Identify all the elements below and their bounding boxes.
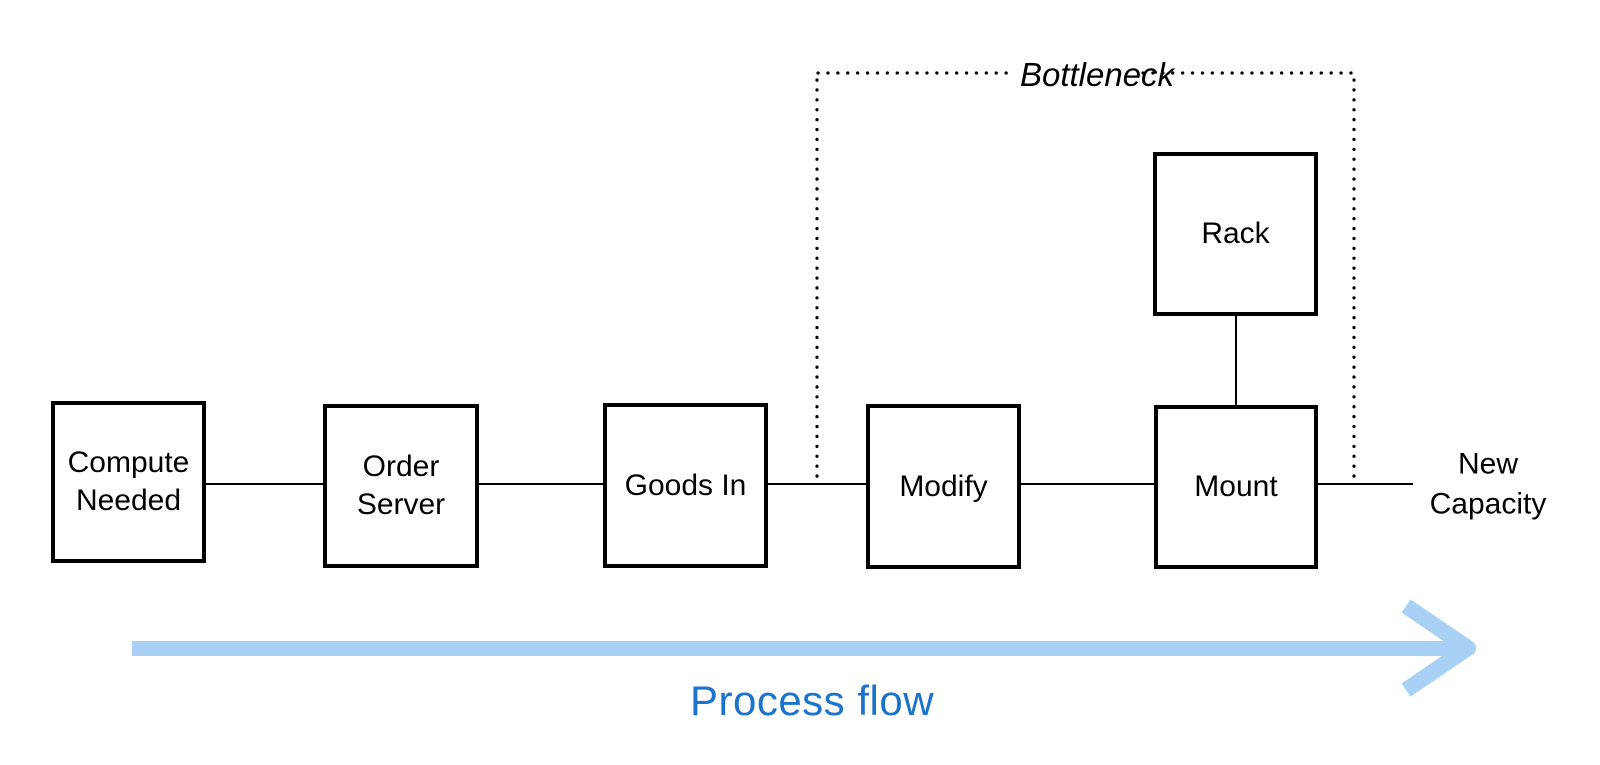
box-goods-in-label: Goods In [624, 468, 747, 502]
box-modify-label: Modify [899, 469, 988, 503]
process-flow-arrow-shaft [132, 641, 1460, 656]
box-mount: Mount [1154, 405, 1318, 569]
box-rack-label: Rack [1201, 217, 1270, 251]
box-order-server: Order Server [323, 404, 479, 568]
process-flow-label: Process flow [689, 677, 935, 724]
box-order-server-label: Order Server [356, 450, 446, 521]
box-compute-needed: Compute Needed [51, 401, 206, 563]
box-mount-label: Mount [1194, 470, 1278, 504]
box-modify: Modify [866, 404, 1021, 569]
bottleneck-label: Bottleneck [1019, 56, 1175, 93]
process-flow-arrowhead-icon [1401, 599, 1476, 697]
box-rack: Rack [1153, 152, 1318, 316]
box-compute-needed-label: Compute Needed [67, 446, 190, 517]
box-goods-in: Goods In [603, 403, 768, 568]
new-capacity-label: New Capacity [1429, 447, 1547, 520]
